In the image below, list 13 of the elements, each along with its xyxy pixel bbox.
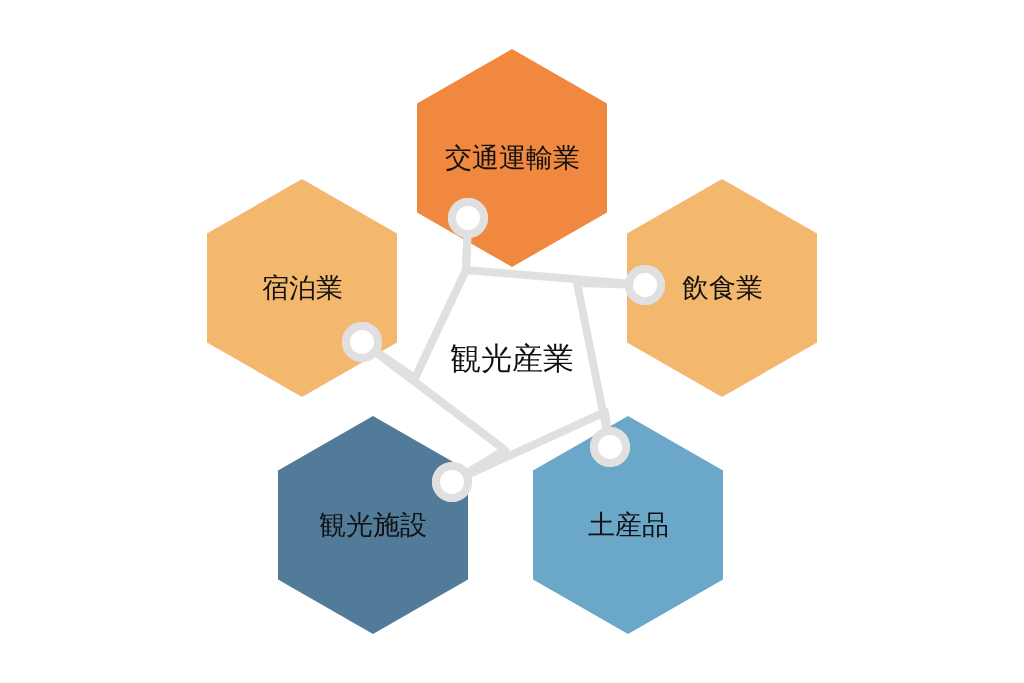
node-label: 観光施設	[319, 507, 427, 542]
node-label: 宿泊業	[261, 270, 343, 305]
node-label: 交通運輸業	[444, 140, 580, 175]
center-label: 観光産業	[450, 338, 574, 378]
hexagon-node	[533, 416, 723, 634]
node-label: 飲食業	[681, 270, 763, 305]
hexagon-node	[417, 49, 607, 267]
hexagon-node	[207, 179, 397, 397]
connector-line	[573, 265, 665, 467]
connector-line	[342, 198, 488, 382]
hexagon-node	[278, 416, 468, 634]
hexagon-node	[627, 179, 817, 397]
node-label: 土産品	[587, 507, 669, 542]
